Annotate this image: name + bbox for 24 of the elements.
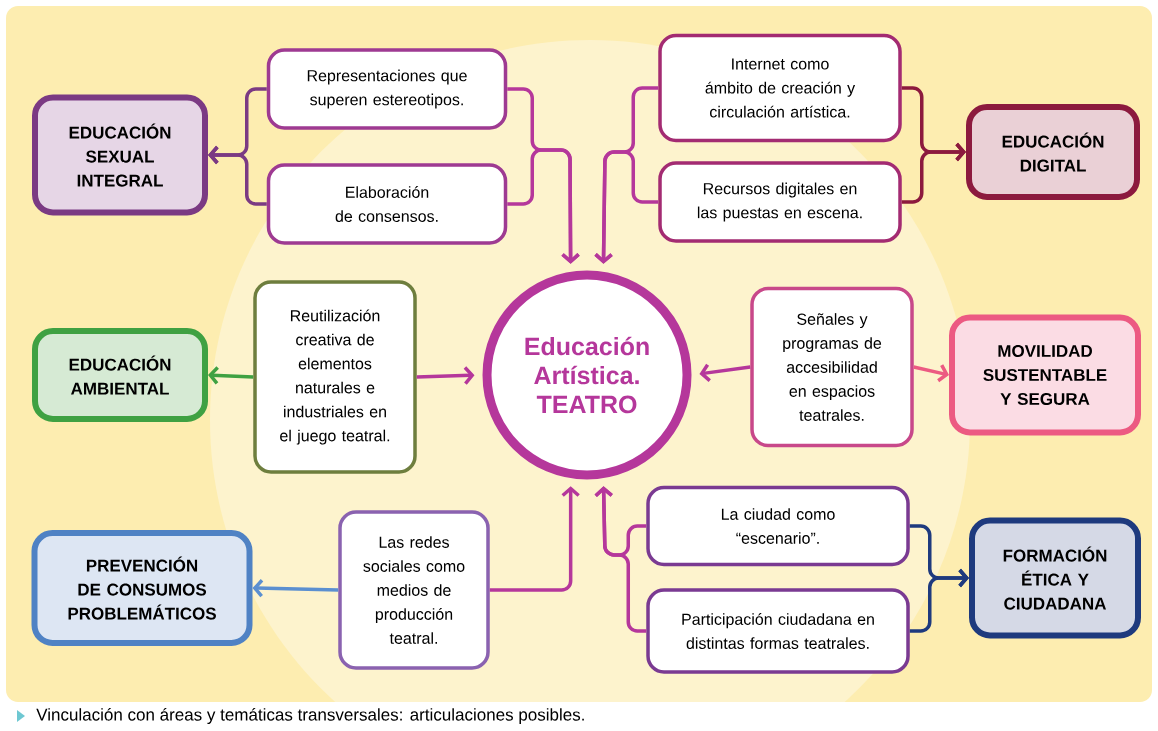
text-box: Recursos digitales en las puestas en escena. xyxy=(658,161,902,243)
arrow xyxy=(507,148,580,264)
text-box: Las redes sociales como medios de producción teatral. xyxy=(338,510,490,670)
text-box: Señales y programas de accesibilidad en espacios teatrales. xyxy=(750,286,914,448)
text-box: La ciudad como “escenario”. xyxy=(646,485,910,567)
arrow xyxy=(699,363,751,382)
arrow xyxy=(489,486,580,592)
topic-box: PREVENCIÓN DE CONSUMOS PROBLEMÁTICOS xyxy=(31,530,253,646)
arrow xyxy=(252,579,339,598)
text-box: Internet como ámbito de creación y circulación artística. xyxy=(658,33,902,143)
caption: Vinculación con áreas y temáticas transversales: articulaciones posibles. xyxy=(36,708,584,725)
text-box: Participación ciudadana en distintas formas teatrales. xyxy=(646,588,910,674)
arrow xyxy=(208,366,254,385)
topic-box: EDUCACIÓN AMBIENTAL xyxy=(32,328,208,422)
arrow xyxy=(594,150,659,264)
topic-box: FORMACIÓN ÉTICA Y CIUDADANA xyxy=(969,517,1141,639)
text-box: Reutilización creativa de elementos naturales e industriales en el juego teatral. xyxy=(253,280,417,474)
arrow xyxy=(913,364,949,383)
arrow xyxy=(416,366,475,385)
topic-box: EDUCACIÓN DIGITAL xyxy=(966,104,1140,200)
topic-box: EDUCACIÓN SEXUAL INTEGRAL xyxy=(32,94,208,216)
text-box: Representaciones que superen estereotipos. xyxy=(266,48,508,130)
text-box: Elaboración de consensos. xyxy=(266,163,508,245)
topic-box: MOVILIDAD SUSTENTABLE Y SEGURA xyxy=(949,314,1141,436)
